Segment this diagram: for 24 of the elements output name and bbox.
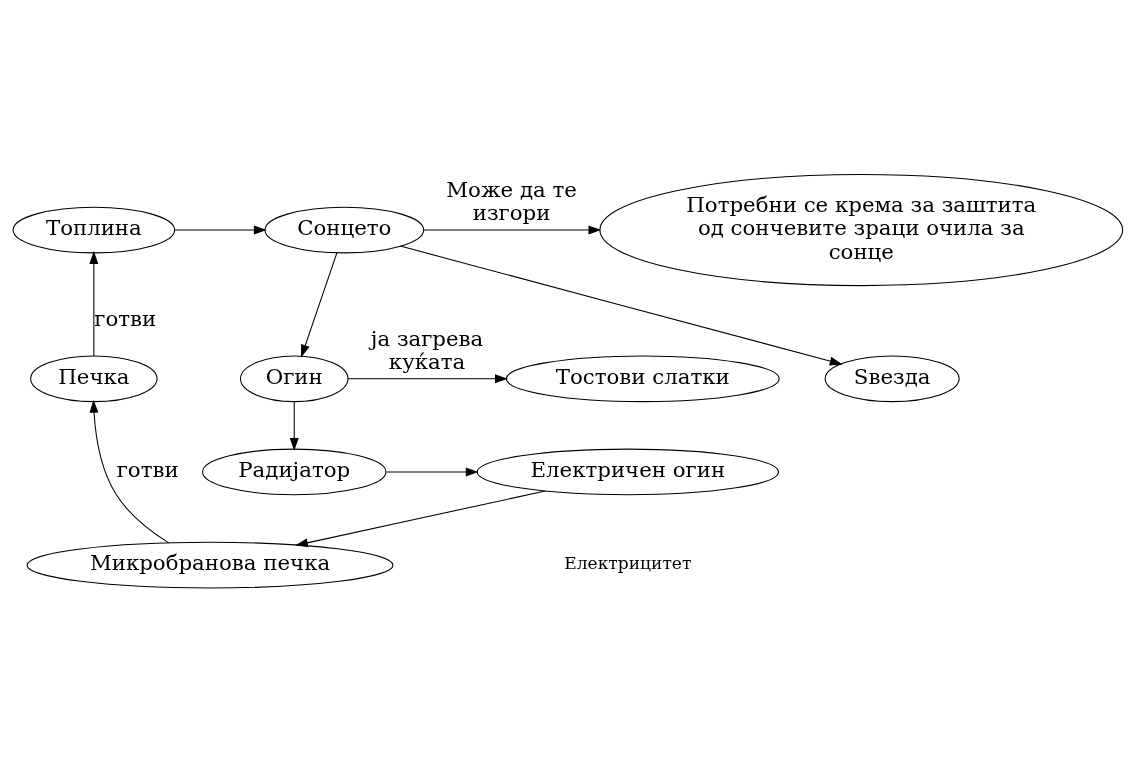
edge-label: готви <box>116 457 179 483</box>
node-ellipse: Тостови слатки <box>505 355 780 403</box>
label: Електрицитет <box>564 553 692 574</box>
arrow <box>399 245 843 366</box>
node-ellipse: Сонцето <box>264 206 425 254</box>
arrow <box>89 251 99 357</box>
arrow <box>89 399 170 544</box>
node-ellipse: Потребни се крема за заштита од сончевите зраци очила за сонце <box>599 173 1124 287</box>
arrow <box>295 490 546 548</box>
arrow <box>423 225 602 235</box>
arrow <box>385 467 479 477</box>
edge-label: ја загрева куќата <box>370 325 484 375</box>
arrow <box>347 374 508 384</box>
arrow <box>174 225 267 235</box>
node-ellipse: Огин <box>239 355 349 403</box>
edge-label: готви <box>94 306 157 332</box>
arrow <box>301 252 338 358</box>
node-ellipse: Радијатор <box>202 448 387 496</box>
arrow <box>289 400 299 451</box>
node-ellipse: Микробранова печка <box>26 541 394 589</box>
edge-label: Може да те изгори <box>446 176 577 226</box>
node-ellipse: Топлина <box>12 206 176 254</box>
node-ellipse: Печка <box>30 355 158 403</box>
node-ellipse: Електричен огин <box>476 448 780 496</box>
